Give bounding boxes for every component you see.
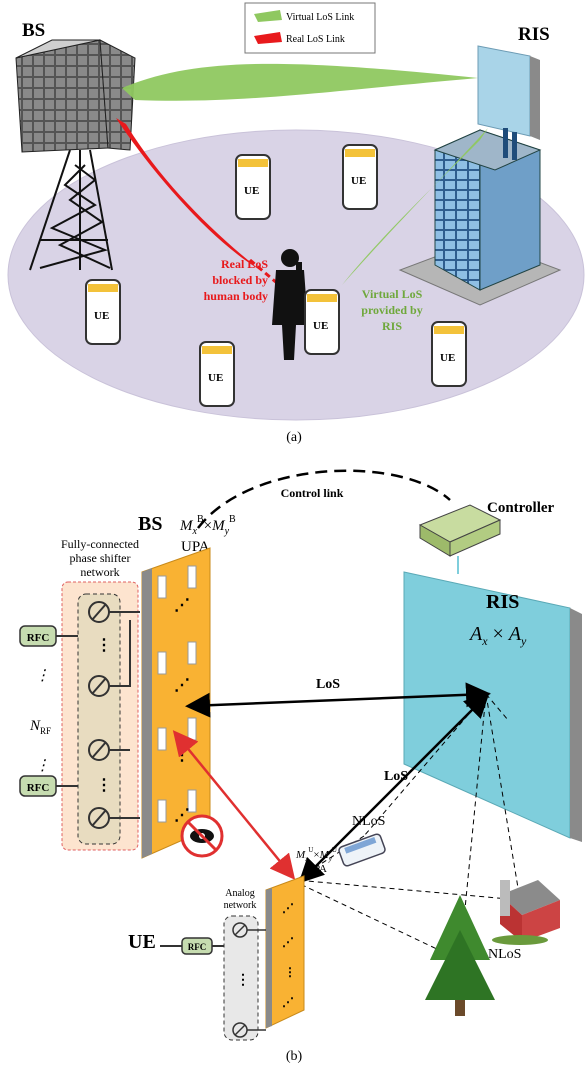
los-label-right: LoS	[384, 769, 408, 784]
svg-text:⋮: ⋮	[35, 668, 50, 684]
ue-upa-panel: ⋰ ⋰ ⋮ ⋰	[265, 875, 305, 1029]
real-los-note: Real LoS blocked by human body	[204, 257, 269, 303]
svg-text:⋮: ⋮	[96, 777, 112, 794]
panel-b: Control link Controller RIS Ax × Ay BS M…	[19, 469, 582, 1064]
ris-label: RIS	[518, 24, 550, 45]
bus-icon	[338, 833, 386, 867]
bs-tower	[29, 149, 113, 271]
svg-text:network: network	[224, 900, 257, 911]
svg-text:⋰: ⋰	[282, 995, 294, 1009]
control-link-label: Control link	[281, 486, 344, 500]
svg-text:⋰: ⋰	[282, 935, 294, 949]
los-label-top: LoS	[316, 677, 340, 692]
nlos-label-farm: NLoS	[488, 947, 521, 962]
legend: Virtual LoS Link Real LoS Link	[244, 2, 376, 54]
ue-label: UE	[244, 185, 259, 197]
ue-label-b: UE	[128, 931, 156, 953]
ue-label: UE	[94, 310, 109, 322]
ue-label: UE	[440, 352, 455, 364]
real-los-beam	[116, 118, 260, 270]
legend-real-swatch	[254, 32, 282, 44]
rfc-block-1: RFC	[19, 625, 78, 647]
phase-shifters	[88, 601, 140, 829]
barn-icon	[492, 880, 560, 945]
bs-label: BS	[22, 20, 45, 41]
analog-network-box	[223, 915, 259, 1041]
legend-virtual-label: Virtual LoS Link	[286, 12, 354, 23]
legend-virtual-swatch	[254, 10, 282, 22]
svg-text:NRF: NRF	[29, 718, 51, 736]
los-arrow-ris-ue	[298, 692, 490, 884]
svg-text:phase shifter: phase shifter	[70, 551, 131, 565]
ue-device-3: UE	[85, 279, 121, 345]
panel-a: Virtual LoS Link Real LoS Link BS RIS	[7, 2, 585, 445]
svg-text:provided by: provided by	[361, 303, 422, 317]
virtual-los-beam-bs-ris	[122, 63, 478, 101]
ue-upa-label: MxU×MyU UPA	[295, 846, 337, 875]
svg-text:MxU×MyU: MxU×MyU	[295, 846, 337, 863]
controller-label: Controller	[487, 500, 555, 516]
ue-label: UE	[208, 372, 223, 384]
legend-real-label: Real LoS Link	[286, 34, 345, 45]
analog-dots: ⋮	[236, 973, 250, 988]
tree-icon	[425, 895, 495, 1016]
svg-text:RFC: RFC	[27, 782, 50, 794]
svg-text:Fully-connected: Fully-connected	[61, 537, 139, 551]
analog-phase-shifters	[232, 922, 266, 1038]
ris-dimensions: Ax × Ay	[468, 623, 527, 648]
caption-a: (a)	[286, 430, 302, 445]
no-los-eye-icon	[180, 814, 224, 858]
nlos-label-bus: NLoS	[352, 814, 385, 829]
ue-rfc-block: RFC	[160, 937, 224, 955]
analog-network-label: Analog network	[224, 888, 257, 911]
human-body	[272, 249, 308, 360]
svg-text:blocked by: blocked by	[212, 273, 268, 287]
svg-text:RFC: RFC	[27, 632, 50, 644]
rfc-block-2: RFC	[19, 775, 78, 797]
svg-text:Real LoS: Real LoS	[221, 257, 268, 271]
svg-text:Analog: Analog	[225, 888, 254, 899]
svg-text:⋮: ⋮	[284, 965, 296, 979]
svg-text:Virtual LoS: Virtual LoS	[362, 287, 423, 301]
bs-antenna-array	[15, 39, 136, 153]
svg-text:⋰: ⋰	[282, 901, 294, 915]
ue-device-2: UE	[342, 144, 378, 210]
controller-device	[418, 504, 502, 574]
svg-text:MxB×MyB: MxB×MyB	[179, 514, 236, 537]
svg-text:UPA: UPA	[306, 863, 327, 875]
svg-text:RIS: RIS	[382, 319, 402, 333]
bs-upa-label: MxB×MyB UPA	[179, 514, 236, 555]
ue-device-4: UE	[304, 289, 340, 355]
ue-device-1: UE	[235, 154, 271, 220]
svg-text:⋮: ⋮	[96, 637, 112, 654]
phase-network-label: Fully-connected phase shifter network	[61, 537, 139, 579]
ris-panel	[477, 45, 531, 137]
nrf-label: NRF ⋮ ⋮	[29, 668, 51, 774]
svg-text:RFC: RFC	[188, 942, 207, 952]
building	[398, 128, 562, 306]
svg-text:network: network	[80, 565, 119, 579]
blocked-arrow	[172, 730, 296, 880]
caption-b: (b)	[286, 1049, 303, 1064]
ue-label: UE	[351, 175, 366, 187]
svg-text:⋮: ⋮	[35, 758, 50, 774]
ue-label: UE	[313, 320, 328, 332]
svg-text:Ax × Ay: Ax × Ay	[468, 623, 527, 648]
svg-text:⋰: ⋰	[174, 677, 190, 694]
ris-label-b: RIS	[486, 591, 519, 613]
bs-label-b: BS	[138, 513, 162, 535]
ue-device-5: UE	[199, 341, 235, 407]
svg-text:⋰: ⋰	[174, 597, 190, 614]
dots-phase: ⋮⋮	[96, 637, 112, 794]
svg-text:human body: human body	[204, 289, 268, 303]
control-link-arc	[197, 469, 451, 529]
virtual-los-note: Virtual LoS provided by RIS	[361, 287, 422, 333]
ue-device-6: UE	[431, 321, 467, 387]
